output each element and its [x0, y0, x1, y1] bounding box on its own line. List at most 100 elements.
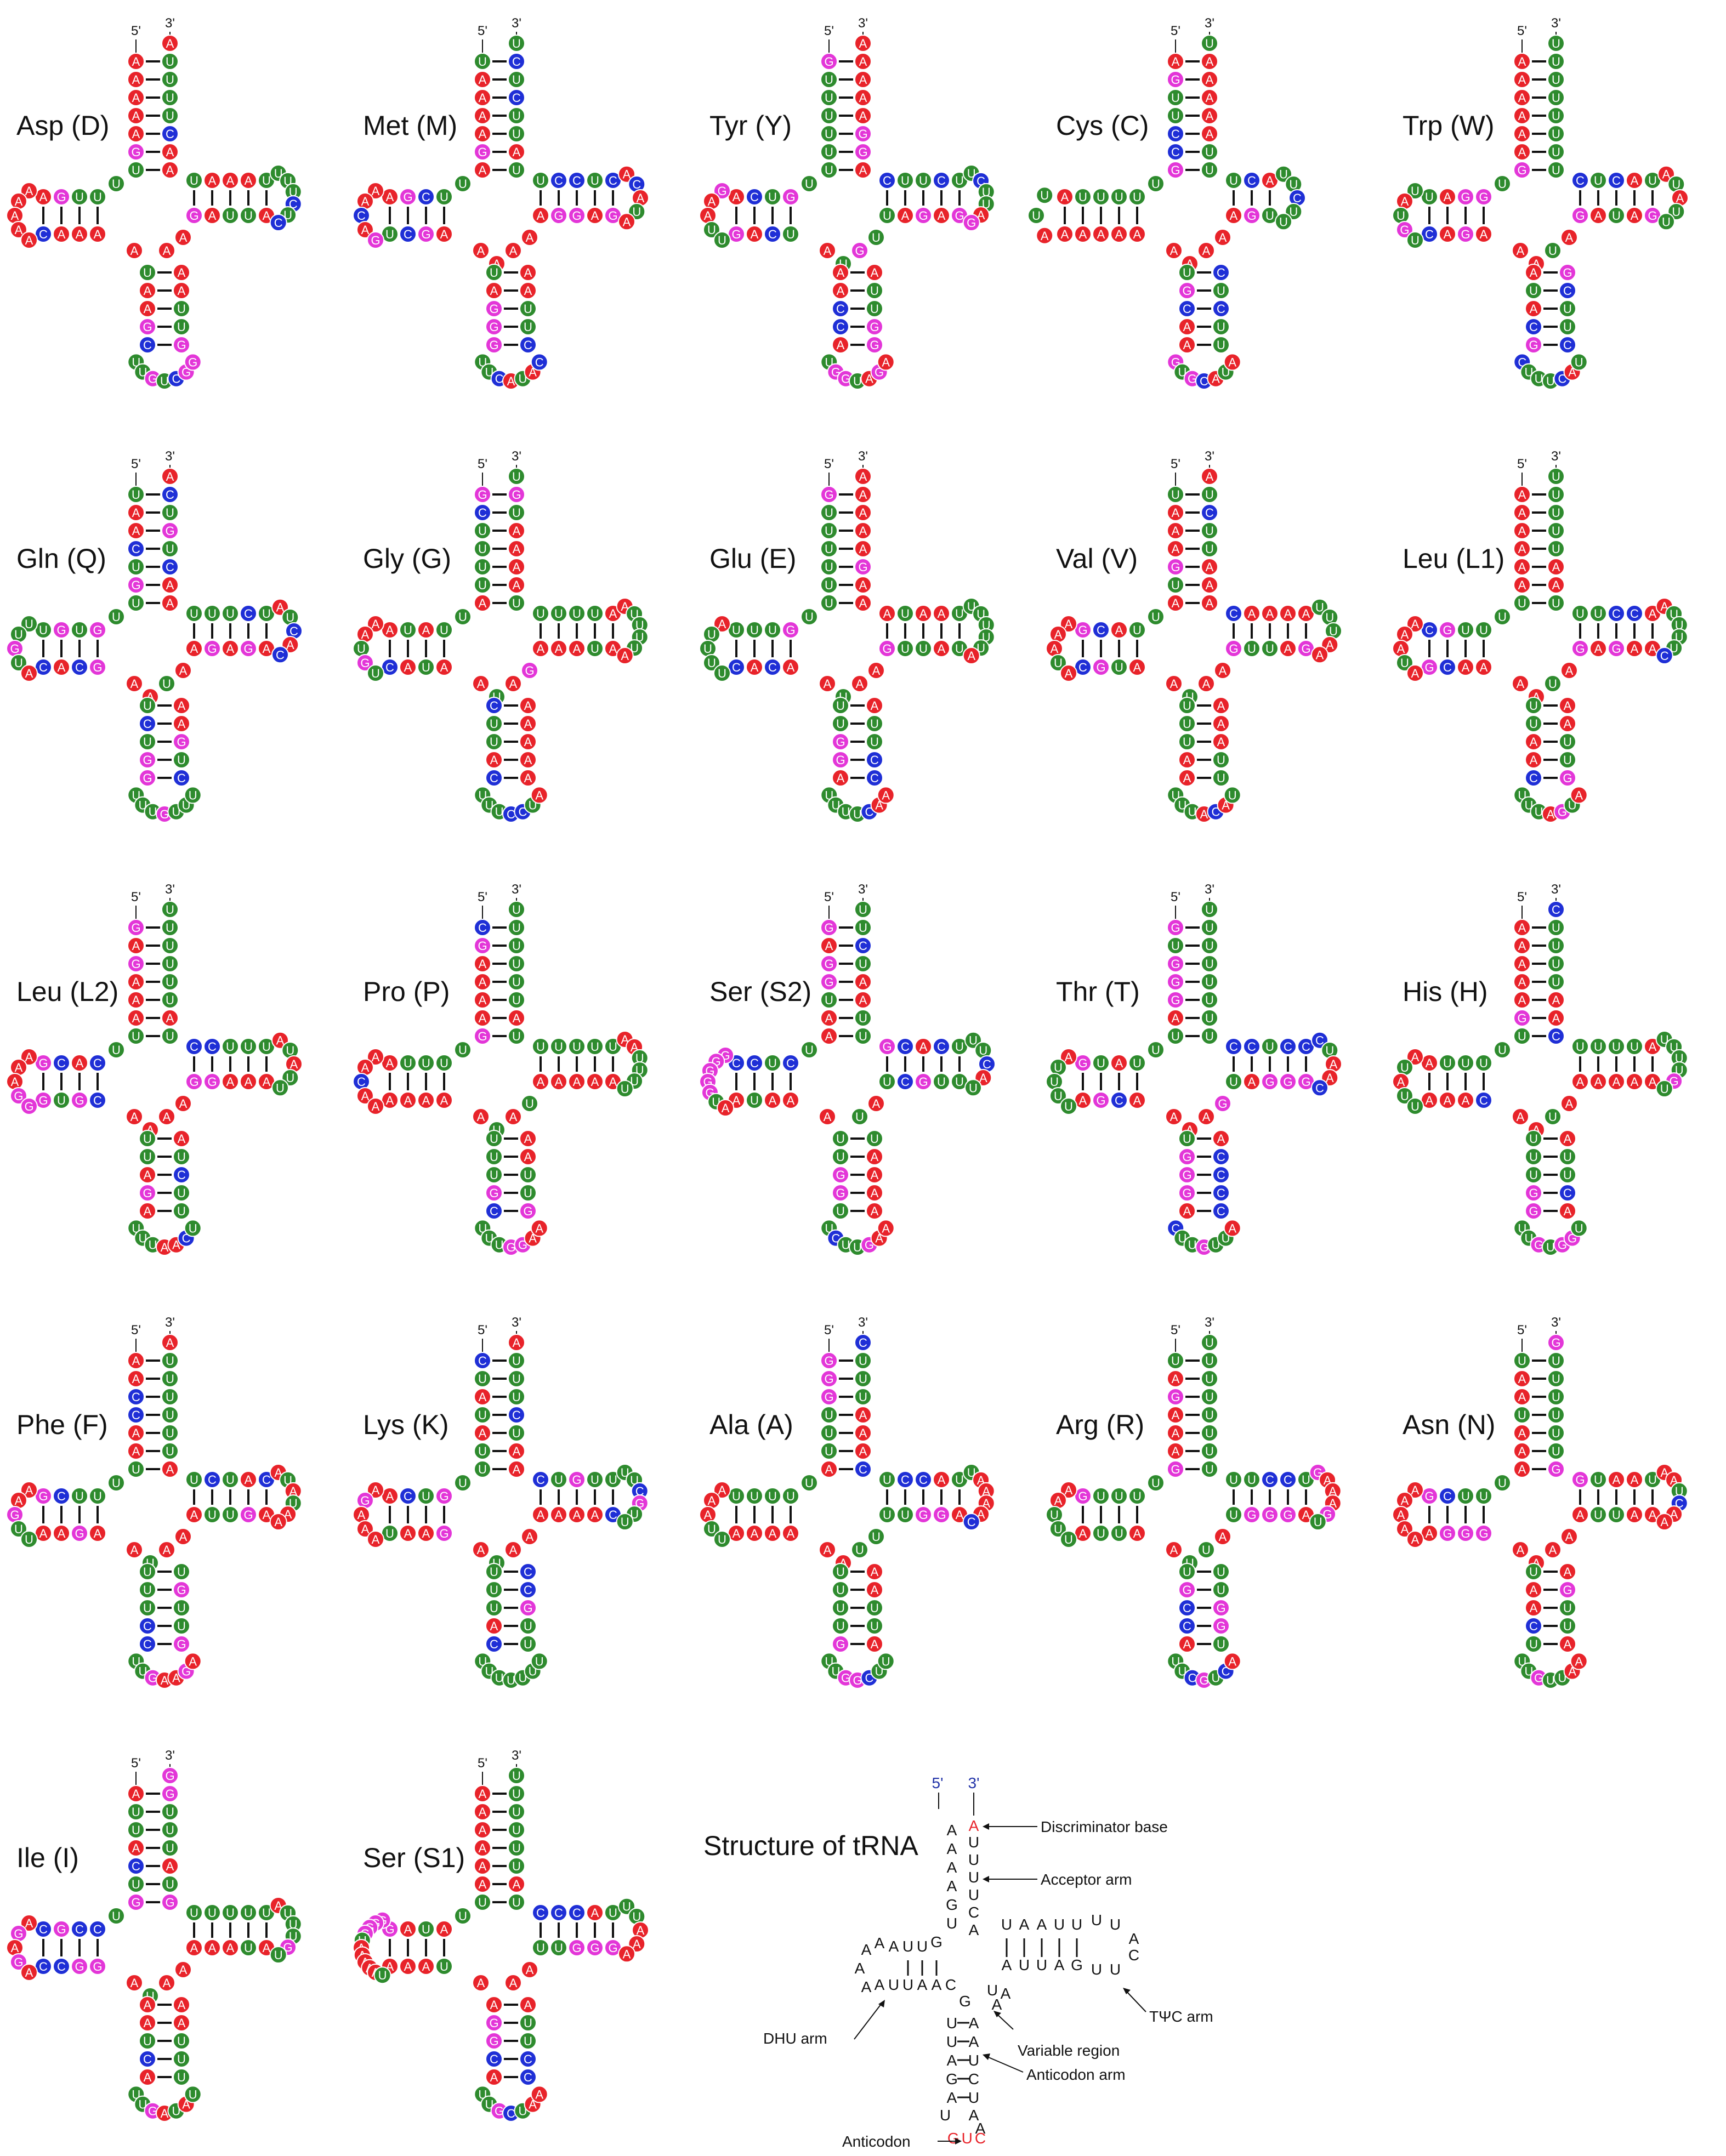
nucleotide-tpsic-stem	[933, 172, 950, 189]
nucleotide-anticodon-stem	[519, 1202, 537, 1220]
nucleotide-letter: A	[190, 642, 198, 656]
nucleotide-letter: A	[1133, 1094, 1142, 1107]
nucleotide-letter: A	[837, 266, 845, 280]
nucleotide-anticodon-stem	[1212, 733, 1230, 750]
nucleotide-letter: U	[1183, 1565, 1191, 1579]
nucleotide-dhu-loop	[9, 1087, 27, 1105]
nucleotide-anticodon-stem	[832, 769, 849, 787]
nucleotide-acceptor	[854, 1388, 872, 1406]
nucleotide-variable	[1544, 1108, 1562, 1125]
structure-panel-title: Structure of tRNA	[703, 1830, 918, 1861]
nucleotide-letter: C	[357, 209, 366, 223]
nucleotide-letter: A	[824, 1543, 832, 1557]
nucleotide-anticodon-stem	[1525, 751, 1542, 769]
nucleotide-letter: A	[1411, 1483, 1420, 1497]
nucleotide-tpsic-stem	[222, 1038, 239, 1055]
nucleotide-letter: U	[1171, 488, 1180, 502]
nucleotide-letter: A	[1660, 1515, 1668, 1529]
trna-label: His (H)	[1403, 976, 1488, 1007]
nucleotide-letter: G	[165, 1896, 174, 1909]
nucleotide-letter: U	[855, 1543, 864, 1557]
nucleotide-acceptor	[127, 1352, 145, 1369]
nucleotide-letter: G	[165, 524, 174, 538]
nucleotide-letter: G	[75, 1960, 84, 1973]
nucleotide-anticodon-stem	[866, 1635, 883, 1653]
nucleotide-letter: U	[1552, 596, 1560, 610]
nucleotide-acceptor	[508, 1803, 525, 1821]
nucleotide-letter: U	[166, 939, 174, 953]
nucleotide-letter: A	[956, 1508, 964, 1522]
nucleotide-tpsic-loop	[1311, 1079, 1328, 1097]
nucleotide-letter: A	[751, 1527, 759, 1540]
nucleotide-acceptor	[161, 504, 179, 521]
nucleotide-letter: U	[132, 488, 140, 502]
nucleotide-letter: G	[1283, 1508, 1292, 1522]
nucleotide-acceptor	[127, 504, 145, 521]
nucleotide-letter: C	[1563, 284, 1572, 298]
nucleotide-acceptor	[1201, 53, 1218, 70]
nucleotide-dhu-stem	[399, 1920, 417, 1938]
nucleotide-discriminator	[1201, 35, 1218, 52]
nucleotide-tpsic-stem	[1608, 1073, 1625, 1090]
nucleotide-letter: U	[478, 55, 487, 69]
nucleotide-tpsic-stem	[185, 640, 203, 657]
nucleotide-acceptor	[474, 937, 491, 954]
nucleotide-anticodon-stem	[866, 1581, 883, 1598]
nucleotide-letter: U	[524, 1619, 532, 1633]
nucleotide-letter: U	[512, 1896, 521, 1909]
nucleotide-letter: U	[1498, 1476, 1507, 1490]
nucleotide-anticodon-stem	[1212, 697, 1230, 714]
nucleotide-acceptor	[161, 991, 179, 1009]
nucleotide-letter: U	[901, 607, 910, 621]
nucleotide-letter: U	[1205, 993, 1214, 1007]
nucleotide-connector	[472, 1541, 490, 1558]
nucleotide-letter: U	[870, 284, 879, 298]
nucleotide-anticodon-stem	[485, 2014, 503, 2032]
nucleotide-letter: U	[1265, 209, 1274, 223]
nucleotide-tpsic-loop	[1655, 1080, 1673, 1098]
nucleotide-letter: U	[707, 656, 716, 670]
nucleotide-letter: A	[386, 190, 394, 204]
nucleotide-letter: A	[859, 470, 867, 483]
nucleotide-acceptor	[820, 1460, 838, 1478]
nucleotide-letter: U	[490, 1150, 498, 1164]
nucleotide-letter: A	[872, 664, 881, 678]
nucleotide-variable	[867, 662, 885, 679]
nucleotide-letter: U	[1171, 939, 1180, 953]
nucleotide-letter: A	[513, 524, 521, 538]
nucleotide-letter: A	[179, 664, 188, 678]
nucleotide-letter: A	[94, 227, 102, 241]
nucleotide-tpsic-stem	[550, 1904, 567, 1921]
nucleotide-letter: U	[836, 1150, 845, 1164]
nucleotide-letter: U	[554, 1941, 563, 1955]
nucleotide-acceptor	[1167, 1027, 1184, 1045]
nucleotide-dhu-stem	[1128, 658, 1146, 676]
nucleotide-dhu-stem	[71, 621, 88, 639]
nucleotide-letter: A	[524, 735, 532, 749]
nucleotide-letter: G	[1247, 209, 1256, 223]
nucleotide-letter: A	[132, 73, 140, 87]
nucleotide-letter: U	[458, 1476, 467, 1490]
nucleotide-letter: U	[1050, 1075, 1059, 1089]
nucleotide-letter: G	[608, 209, 617, 223]
nucleotide-letter: U	[524, 302, 532, 316]
nucleotide-letter: U	[1229, 1508, 1238, 1522]
nucleotide-letter: U	[512, 903, 521, 917]
three-prime-label: 3'	[1551, 16, 1561, 31]
nucleotide-letter: G	[523, 1204, 532, 1218]
svg-text:U: U	[1001, 1916, 1012, 1933]
nucleotide-letter: U	[1563, 320, 1572, 334]
nucleotide-acceptor	[1167, 107, 1184, 124]
five-prime-label: 5'	[478, 890, 487, 905]
nucleotide-acceptor	[854, 1460, 872, 1478]
nucleotide-anticodon-stem	[485, 733, 503, 750]
nucleotide-letter: G	[10, 642, 19, 656]
nucleotide-dhu-loop	[713, 231, 731, 249]
nucleotide-acceptor	[1513, 594, 1531, 612]
nucleotide-anticodon-stem	[1559, 300, 1576, 317]
nucleotide-variable	[504, 1541, 522, 1558]
nucleotide-anticodon-loop	[1570, 1652, 1588, 1670]
nucleotide-letter: U	[1479, 623, 1488, 637]
nucleotide-tpsic-stem	[1225, 207, 1242, 224]
three-prime-label: 3'	[858, 882, 868, 897]
